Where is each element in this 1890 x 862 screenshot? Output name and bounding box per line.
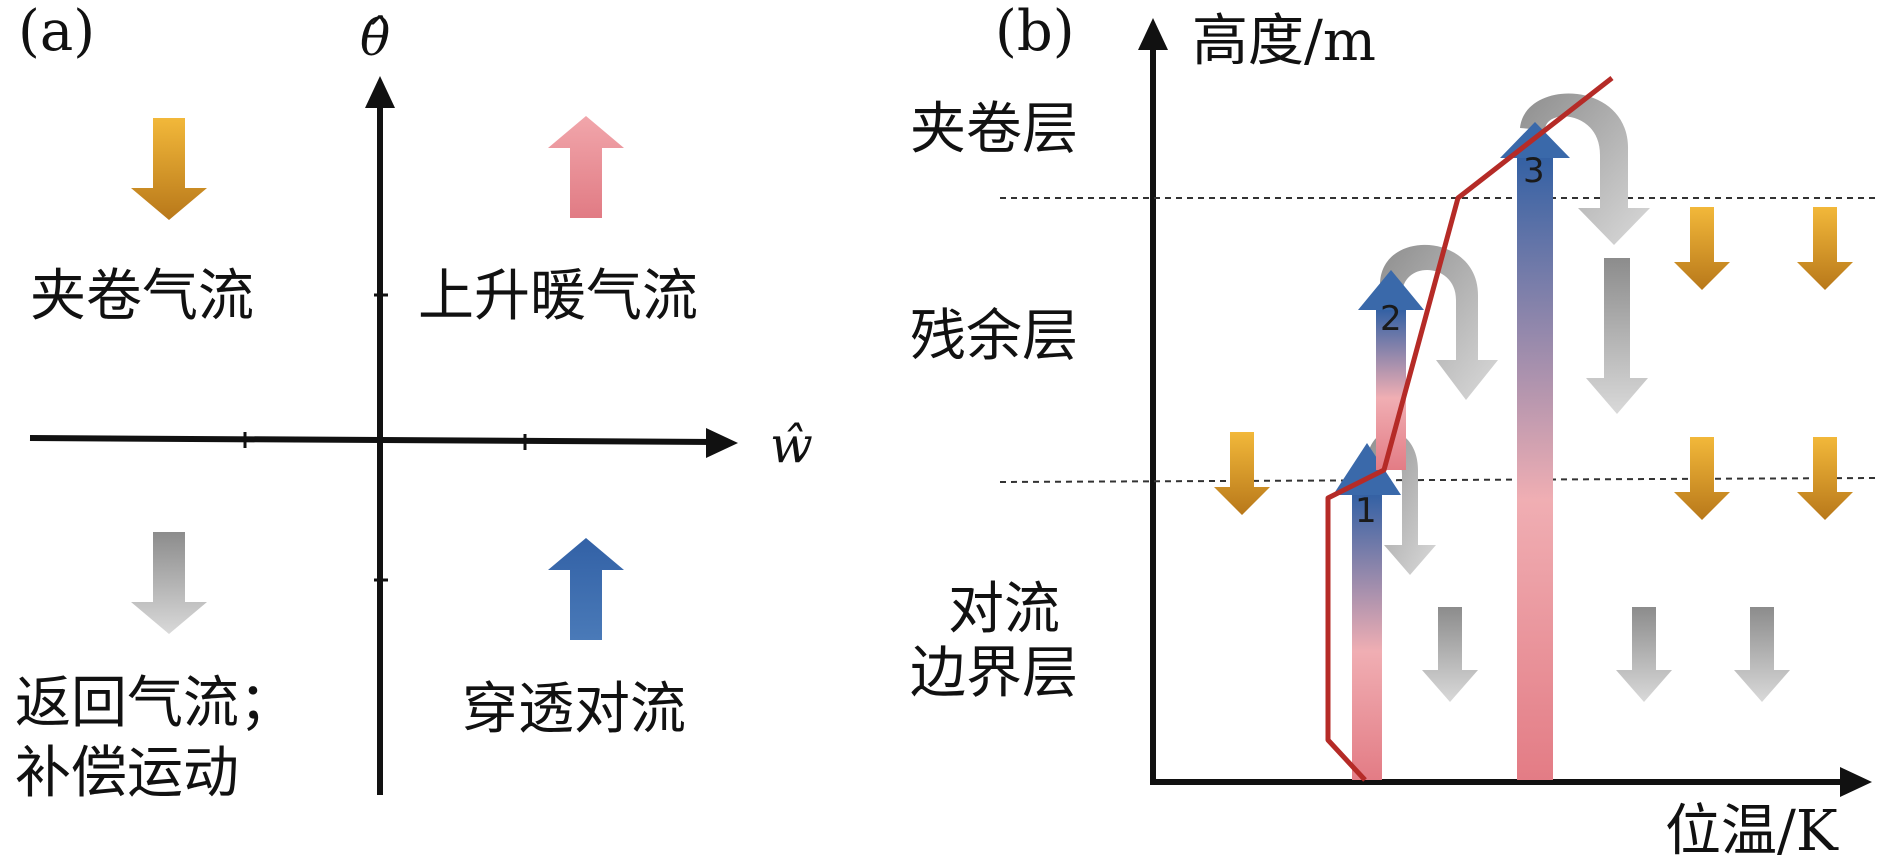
panel-b: (b) 高度/m 位温/K 夹卷层 残余层 对流 边界层 1 2 3 — [910, 0, 1876, 862]
layer-label-residual: 残余层 — [910, 304, 1078, 369]
x-axis-line — [29, 435, 716, 445]
panel-a: (a) θ̂ ŵ 夹卷气流 上升暖气流 返回气流； 补偿运动 穿透对流 — [15, 0, 813, 806]
plume-3-shaft — [1517, 158, 1553, 780]
entrainment-arrow-icon — [131, 118, 207, 220]
layer-label-entrainment: 夹卷层 — [910, 97, 1078, 162]
y-axis-arrowhead — [365, 76, 395, 108]
panel-b-tag: (b) — [995, 0, 1075, 64]
quadrant-label-warm-updraft: 上升暖气流 — [418, 264, 698, 329]
height-axis-label: 高度/m — [1192, 9, 1376, 74]
entrainment-arrow-icon — [1674, 437, 1730, 520]
entrainment-arrow-icon — [1214, 432, 1270, 515]
entrainment-arrow-icon — [1797, 207, 1853, 290]
quadrant-label-return-flow-2: 补偿运动 — [15, 741, 239, 806]
return-curl-arrow-icon — [1380, 244, 1498, 400]
theta-profile-line — [1325, 76, 1614, 782]
entrainment-arrow-icon — [1674, 207, 1730, 290]
return-flow-arrow-icon — [131, 532, 207, 634]
plume-1-arrowhead-icon — [1333, 443, 1401, 495]
quadrant-label-penetrative: 穿透对流 — [462, 677, 686, 742]
quadrant-label-return-flow-1: 返回气流； — [15, 671, 295, 736]
cbl-top-boundary — [999, 477, 1876, 483]
quadrant-label-entrainment: 夹卷气流 — [30, 264, 254, 329]
return-flow-arrow-icon — [1422, 607, 1478, 702]
panel-a-tag: (a) — [18, 0, 95, 64]
entrainment-arrow-icon — [1797, 437, 1853, 520]
layer-label-cbl-2: 边界层 — [910, 641, 1078, 706]
plume-2-arrowhead-icon — [1358, 270, 1424, 310]
penetrative-arrow-icon — [548, 538, 624, 640]
plume-2-label: 2 — [1380, 299, 1402, 339]
x-axis-arrowhead — [706, 428, 738, 458]
return-flow-arrow-icon — [1734, 607, 1790, 702]
height-axis-arrowhead — [1138, 18, 1168, 50]
x-axis-label: ŵ — [770, 416, 813, 474]
plume-1-shaft — [1352, 495, 1382, 780]
theta-axis-arrowhead — [1840, 767, 1872, 797]
layer-label-cbl-1: 对流 — [948, 577, 1060, 642]
theta-axis-label: 位温/K — [1665, 799, 1839, 862]
return-flow-arrow-icon — [1616, 607, 1672, 702]
y-axis-label: θ̂ — [360, 9, 390, 67]
warm-updraft-arrow-icon — [548, 116, 624, 218]
return-curl-arrow-icon — [1520, 93, 1650, 245]
plume-1-label: 1 — [1355, 491, 1377, 531]
plume-3-label: 3 — [1523, 151, 1545, 191]
return-flow-arrow-icon — [1586, 258, 1648, 414]
